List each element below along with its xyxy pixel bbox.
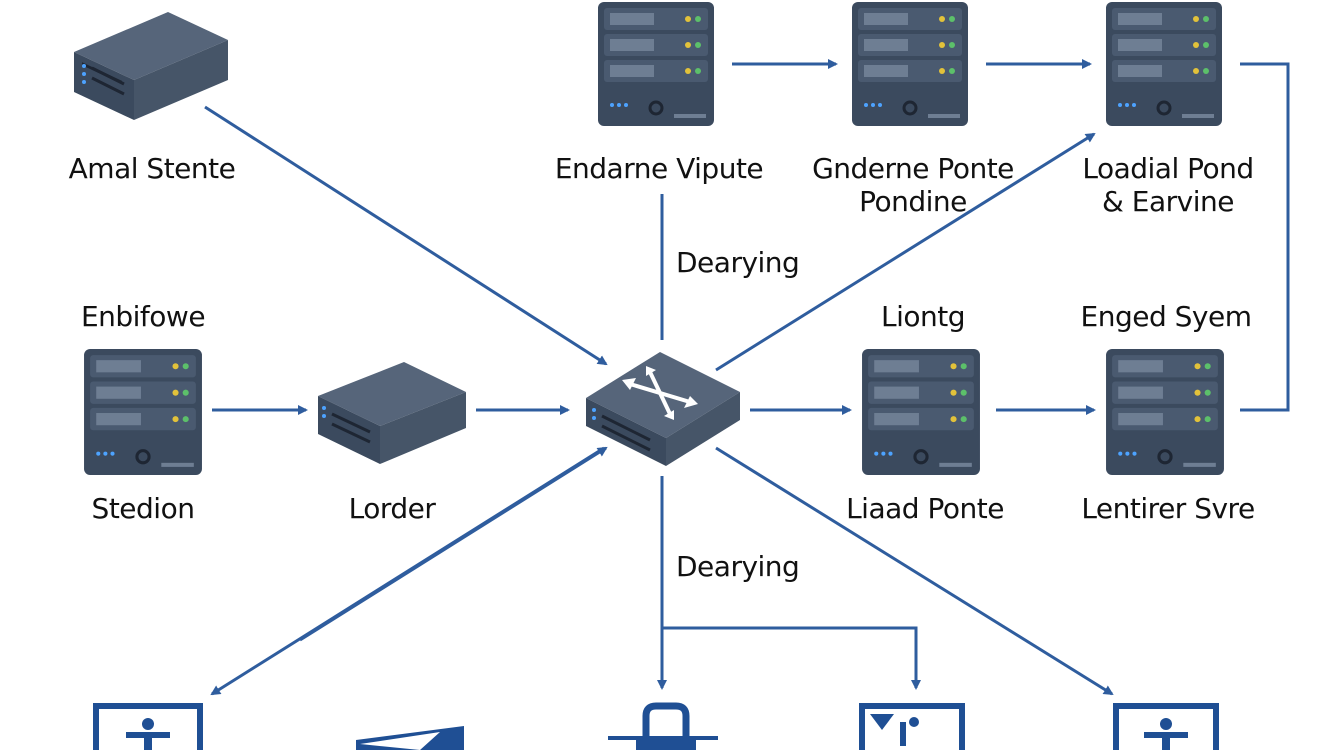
- lock-terminal-icon: [608, 702, 718, 750]
- flag-terminal-icon: [356, 726, 464, 750]
- edge-switch-to-client-5: [715, 446, 1114, 696]
- node-label-enbifowe: Enbifowe: [80, 300, 206, 333]
- user-terminal-icon: [1113, 703, 1219, 750]
- node-label-gnderne-ponte: Gnderne Ponte Pondine: [812, 152, 1014, 218]
- network-switch-icon: [586, 352, 740, 466]
- network-appliance-icon: [74, 12, 228, 120]
- node-label-lorder: Lorder: [348, 492, 436, 525]
- server-rack-icon: [82, 347, 204, 477]
- node-label-liontg: Liontg: [880, 300, 966, 333]
- node-label-liaad-ponte: Liaad Ponte: [846, 492, 1004, 525]
- edge-label-lower: Dearying: [676, 550, 800, 583]
- server-rack-icon: [1104, 0, 1224, 128]
- node-label-stedion: Stedion: [91, 492, 195, 525]
- edge-client-1-to-switch: [299, 446, 608, 642]
- edge-loadial-to-enged: [1240, 62, 1290, 412]
- server-rack-icon: [596, 0, 716, 128]
- edges: [204, 59, 1290, 696]
- node-label-endarne-vipute: Endarne Vipute: [554, 152, 764, 185]
- edge-switch-to-client-4: [662, 626, 921, 690]
- edge-amal-to-switch: [204, 105, 608, 366]
- router-box-icon: [318, 362, 466, 464]
- node-label-enged-syem: Enged Syem: [1080, 300, 1252, 333]
- server-rack-icon: [860, 347, 982, 477]
- user-terminal-icon: [93, 703, 203, 750]
- edge-switch-to-loadial: [715, 132, 1096, 372]
- server-rack-icon: [1104, 347, 1226, 477]
- node-label-lentirer-svre: Lentirer Svre: [1081, 492, 1255, 525]
- server-rack-icon: [850, 0, 970, 128]
- edge-label-upper: Dearying: [676, 246, 800, 279]
- node-label-loadial-pond: Loadial Pond & Earvine: [1082, 152, 1254, 218]
- video-terminal-icon: [859, 703, 965, 750]
- node-label-amal-stente: Amal Stente: [68, 152, 236, 185]
